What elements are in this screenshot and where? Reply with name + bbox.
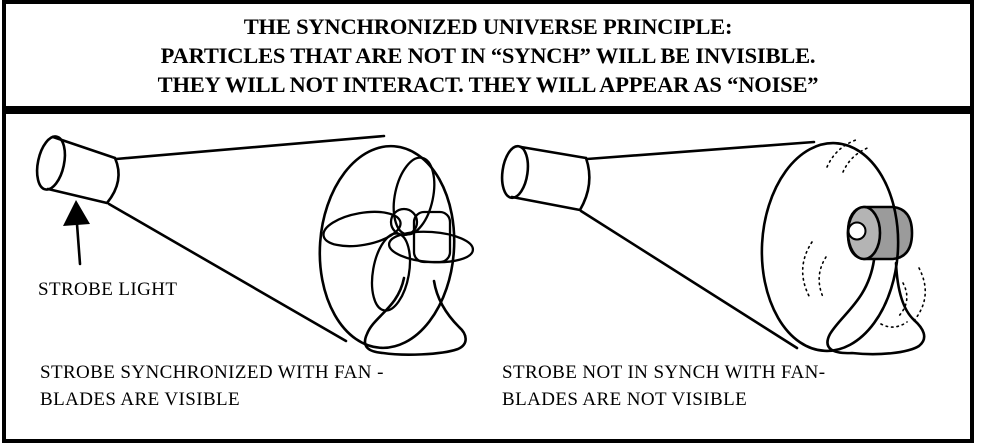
fan-left-hub [389, 207, 419, 237]
title-line-2: PARTICLES THAT ARE NOT IN “SYNCH” WILL B… [160, 42, 816, 68]
diagram-box [2, 110, 974, 443]
left-caption-line-1: STROBE SYNCHRONIZED WITH FAN - [40, 362, 384, 383]
title-box: THE SYNCHRONIZED UNIVERSE PRINCIPLE: PAR… [2, 0, 974, 110]
strobe-right-body [510, 145, 591, 212]
fan-right-hub-hole [847, 221, 867, 241]
light-beam-left [107, 134, 386, 343]
blur-arc-mid-1 [801, 241, 813, 297]
fan-left-blades [322, 156, 475, 312]
fan-blade-left [322, 210, 402, 248]
strobe-arrow-head [63, 200, 90, 226]
fan-left-cage [318, 144, 456, 350]
fan-right-stand [826, 258, 926, 356]
blur-arc-bottom-1 [912, 267, 926, 323]
right-scene [500, 139, 926, 356]
blur-arc-bottom-3 [880, 321, 908, 328]
motion-blur-arcs [801, 139, 926, 328]
blur-arc-mid-2 [818, 256, 827, 298]
blur-arc-top-2 [842, 146, 871, 173]
right-caption-line-2: BLADES ARE NOT VISIBLE [502, 389, 748, 410]
fan-left-stand [363, 276, 467, 356]
fan-right-cage [760, 141, 900, 353]
strobe-left-body [46, 135, 120, 205]
light-beam-right [579, 140, 816, 350]
right-caption-line-1: STROBE NOT IN SYNCH WITH FAN- [502, 362, 826, 383]
title-line-3: THEY WILL NOT INTERACT. THEY WILL APPEAR… [157, 71, 819, 97]
left-caption: STROBE SYNCHRONIZED WITH FAN - BLADES AR… [40, 359, 384, 413]
left-scene [35, 134, 475, 356]
left-caption-line-2: BLADES ARE VISIBLE [40, 389, 241, 410]
strobe-light-label: STROBE LIGHT [38, 279, 178, 300]
strobe-arrow-line [75, 222, 82, 266]
strobe-left-back [35, 135, 67, 191]
fan-left-motor [412, 210, 452, 264]
strobe-right-back [500, 144, 530, 200]
right-caption: STROBE NOT IN SYNCH WITH FAN- BLADES ARE… [502, 359, 826, 413]
title-line-1: THE SYNCHRONIZED UNIVERSE PRINCIPLE: [243, 13, 733, 39]
blur-arc-bottom-2 [896, 282, 908, 319]
